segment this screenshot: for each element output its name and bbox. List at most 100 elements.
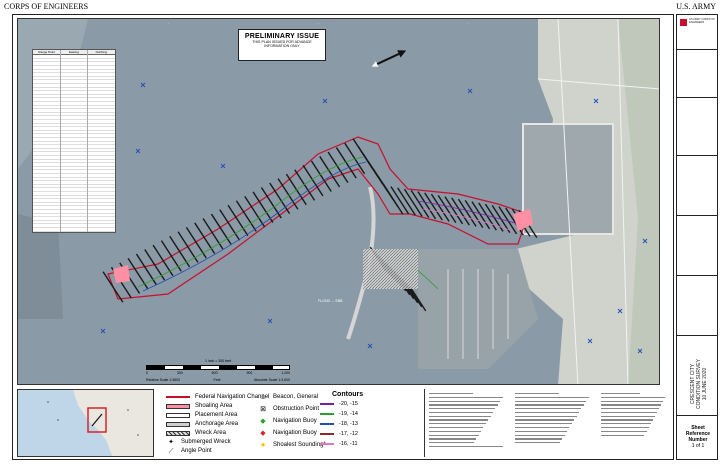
land-vegetation [618,19,659,384]
flood-label: FLOOD → EBB [318,299,343,303]
legend-label: Shoaling Area [195,403,233,409]
shoalest-sounding-icon: ★ [259,441,267,449]
range-line [294,169,316,201]
legend-item: ◆ Navigation Buoy [258,417,317,425]
range-line [144,249,166,281]
svg-text:·: · [468,22,469,26]
range-line [244,195,266,228]
note-text-line [515,442,560,444]
legend-label: Obstruction Point [273,406,320,412]
submerged-wreck-icon: ✦ [168,438,174,446]
note-text-line [429,411,493,414]
preliminary-issue-note: THIS PLAN ISSUED FOR ADVANCE INFORMATION… [252,40,312,49]
beacon-icon: ⊥ [259,393,267,401]
range-line [382,183,404,215]
legend-item: Anchorage Area [166,420,238,428]
range-line [390,186,410,215]
range-line [444,196,464,225]
notes-column [601,393,671,453]
range-line [478,202,497,231]
location-arrow-icon [91,413,103,427]
note-text-line [429,408,496,410]
note-text-line [601,427,649,429]
range-line [437,195,457,223]
north-arrow-icon [371,50,407,67]
note-text-line [429,434,479,436]
range-line [177,231,199,263]
contour-legend-item: -20, -15 [320,401,358,407]
legend-label: Beacon, General [273,394,319,400]
grid-ticks: ··· [168,22,469,26]
sheet-reference: Sheet Reference Number 1 of 1 [679,425,717,449]
range-line [471,201,491,230]
contour-swatch [320,403,334,405]
left-jetty-water [18,214,63,319]
note-text-line [601,415,655,417]
table-header-cell: Easting [68,50,79,54]
federal-navigation-channel [107,136,529,300]
contour-legend-item: -17, -12 [320,431,358,437]
range-line [269,182,291,215]
range-line [457,198,477,227]
note-text-line [601,434,645,436]
contour-label: -18, -13 [339,421,358,427]
sheet-reference-label: Sheet Reference Number [685,425,711,443]
legend-label: Navigation Buoy [273,418,317,424]
range-line [160,240,182,272]
range-line [102,271,124,303]
range-line [430,193,450,222]
anchorage-area [363,249,418,289]
note-text-line [429,430,481,432]
note-text-line [429,423,486,425]
range-line [409,286,427,312]
notes-column [515,393,595,453]
contour-line-purple [417,200,519,225]
note-text-line [515,438,563,440]
range-line [344,142,366,175]
scale-bar: 1 inch = 300 feet 0 300 600 900 1,200 Re… [146,359,290,382]
survey-map[interactable]: ··· Range Point Easting Northing PRELIMI… [17,18,660,385]
contour-legend-item: -19, -14 [320,411,358,417]
range-line [252,191,274,223]
note-text-line [601,393,640,395]
contour-label: -16, -11 [339,441,358,447]
note-text-line [601,396,666,398]
legend-label: Placement Area [195,412,238,418]
range-line [152,244,174,277]
legend-item: ★Shoalest Sounding* [258,441,326,449]
contour-legend-item: -18, -13 [320,421,358,427]
preliminary-issue-title: PRELIMINARY ISSUE [244,33,320,40]
legend-swatch [166,412,190,418]
range-line [505,207,524,236]
legend-swatch [166,430,190,436]
legend-item: Shoaling Area [166,402,232,410]
range-line [302,164,324,197]
legend-swatch [166,396,190,398]
vicinity-map-inset[interactable] [17,389,154,457]
scale-label: 300 [176,371,183,375]
scale-unit: Feet [213,378,221,382]
range-line [417,191,437,220]
legend-item: ⊥ Beacon, General [258,393,318,401]
note-text-line [601,423,651,425]
note-text-line [515,396,589,398]
obstruction-markers [55,66,648,354]
range-line [219,209,241,241]
legend-item: ⟋Angle Point [166,447,212,455]
note-text-line [515,430,567,432]
range-line [202,218,224,250]
survey-notes [424,389,674,457]
contour-legend-item: -16, -11 [320,441,358,447]
legend-swatch [166,403,190,409]
green-buoy-icon: ◆ [260,417,266,425]
range-line [227,204,249,237]
header-left-text: CORPS OF ENGINEERS [4,2,89,11]
note-text-line [515,427,570,429]
legend-label: Anchorage Area [195,421,239,427]
legend-swatch [166,421,190,427]
contour-line-green [137,156,364,288]
angle-point-icon: ⟋ [168,447,174,455]
note-text-line [515,423,572,425]
legend-item: Placement Area [166,411,237,419]
